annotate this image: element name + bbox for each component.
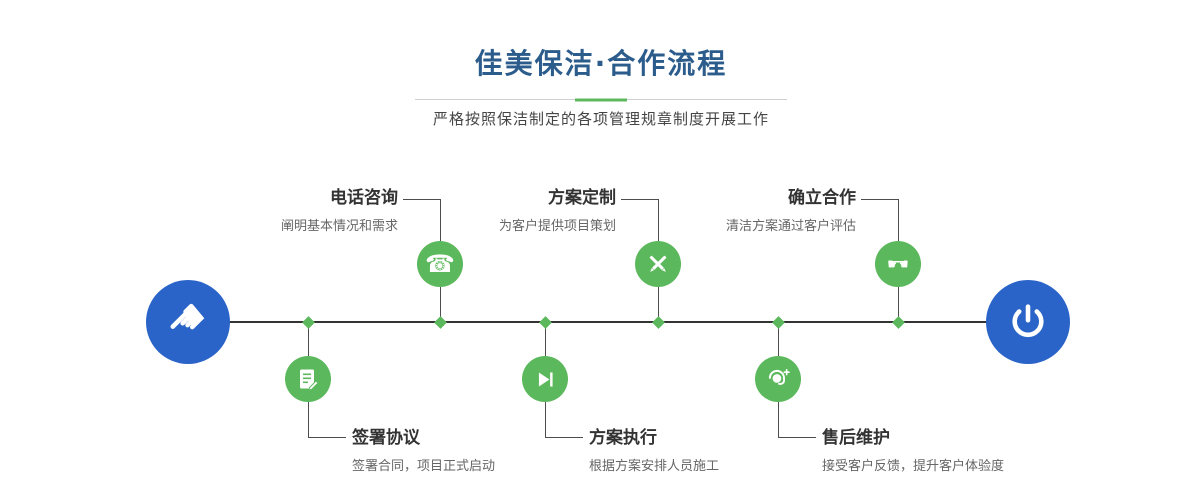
step-circle-contract: [285, 356, 331, 402]
connector-line: [545, 402, 546, 437]
timeline-start-node: ☚: [146, 280, 230, 364]
connector-line: [658, 287, 659, 322]
timeline-diamond: [891, 315, 905, 329]
step-title: 售后维护: [822, 428, 890, 448]
title-divider: [415, 98, 787, 101]
pencil-cross-icon: [649, 255, 667, 272]
connector-line: [898, 287, 899, 322]
phone-icon: ☎: [425, 250, 455, 278]
step-title: 电话咨询: [330, 188, 398, 208]
step-desc: 根据方案安排人员施工: [589, 459, 720, 474]
handshake-icon: ☛☚: [887, 254, 909, 273]
step-title: 方案定制: [548, 188, 616, 208]
connector-line: [545, 437, 583, 438]
step-label-aftersales: 售后维护 接受客户反馈，提升客户体验度: [822, 428, 1122, 474]
connector-line: [621, 199, 658, 200]
step-circle-aftersales: [755, 356, 801, 402]
connector-line: [308, 323, 309, 356]
connector-line: [778, 323, 779, 356]
step-title: 方案执行: [589, 428, 657, 448]
page-subtitle: 严格按照保洁制定的各项管理规章制度开展工作: [432, 110, 769, 128]
step-desc: 阐明基本情况和需求: [280, 219, 398, 234]
step-circle-execution: [522, 356, 568, 402]
step-circle-phone: ☎: [417, 241, 463, 287]
step-desc: 为客户提供项目策划: [498, 219, 616, 234]
connector-line: [778, 437, 816, 438]
connector-line: [861, 199, 898, 200]
timeline-diamond: [651, 315, 665, 329]
timeline-diamond: [771, 315, 785, 329]
timeline-end-node: [986, 280, 1070, 364]
title-divider-accent: [575, 98, 627, 101]
power-icon: [1012, 304, 1044, 338]
contract-icon: [300, 369, 319, 391]
step-circle-cooperation: ☛☚: [875, 241, 921, 287]
connector-line: [545, 323, 546, 356]
headset-icon: [768, 368, 790, 385]
connector-line: [778, 402, 779, 437]
step-desc: 签署合同，项目正式启动: [352, 459, 496, 474]
connector-line: [440, 199, 441, 241]
timeline-diamond: [538, 315, 552, 329]
step-label-execution: 方案执行 根据方案安排人员施工: [589, 428, 889, 474]
connector-line: [898, 199, 899, 241]
play-step-icon: [538, 372, 553, 386]
timeline-diamond: [301, 315, 315, 329]
step-desc: 接受客户反馈，提升客户体验度: [822, 459, 1005, 474]
connector-line: [308, 437, 346, 438]
step-label-phone: 电话咨询 阐明基本情况和需求: [138, 188, 398, 234]
step-label-contract: 签署协议 签署合同，项目正式启动: [352, 428, 652, 474]
step-label-cooperation: 确立合作 清洁方案通过客户评估: [596, 188, 856, 234]
timeline-line: [188, 321, 1028, 323]
connector-line: [658, 199, 659, 241]
step-label-plan: 方案定制 为客户提供项目策划: [356, 188, 616, 234]
step-circle-plan: [635, 241, 681, 287]
step-title: 确立合作: [788, 188, 856, 208]
page-title: 佳美保洁·合作流程: [474, 47, 728, 80]
step-desc: 清洁方案通过客户评估: [725, 219, 856, 234]
step-title: 签署协议: [352, 428, 420, 448]
connector-line: [440, 287, 441, 322]
connector-line: [308, 402, 309, 437]
pointing-hand-icon: ☚: [155, 289, 220, 354]
timeline-diamond: [433, 315, 447, 329]
connector-line: [403, 199, 440, 200]
